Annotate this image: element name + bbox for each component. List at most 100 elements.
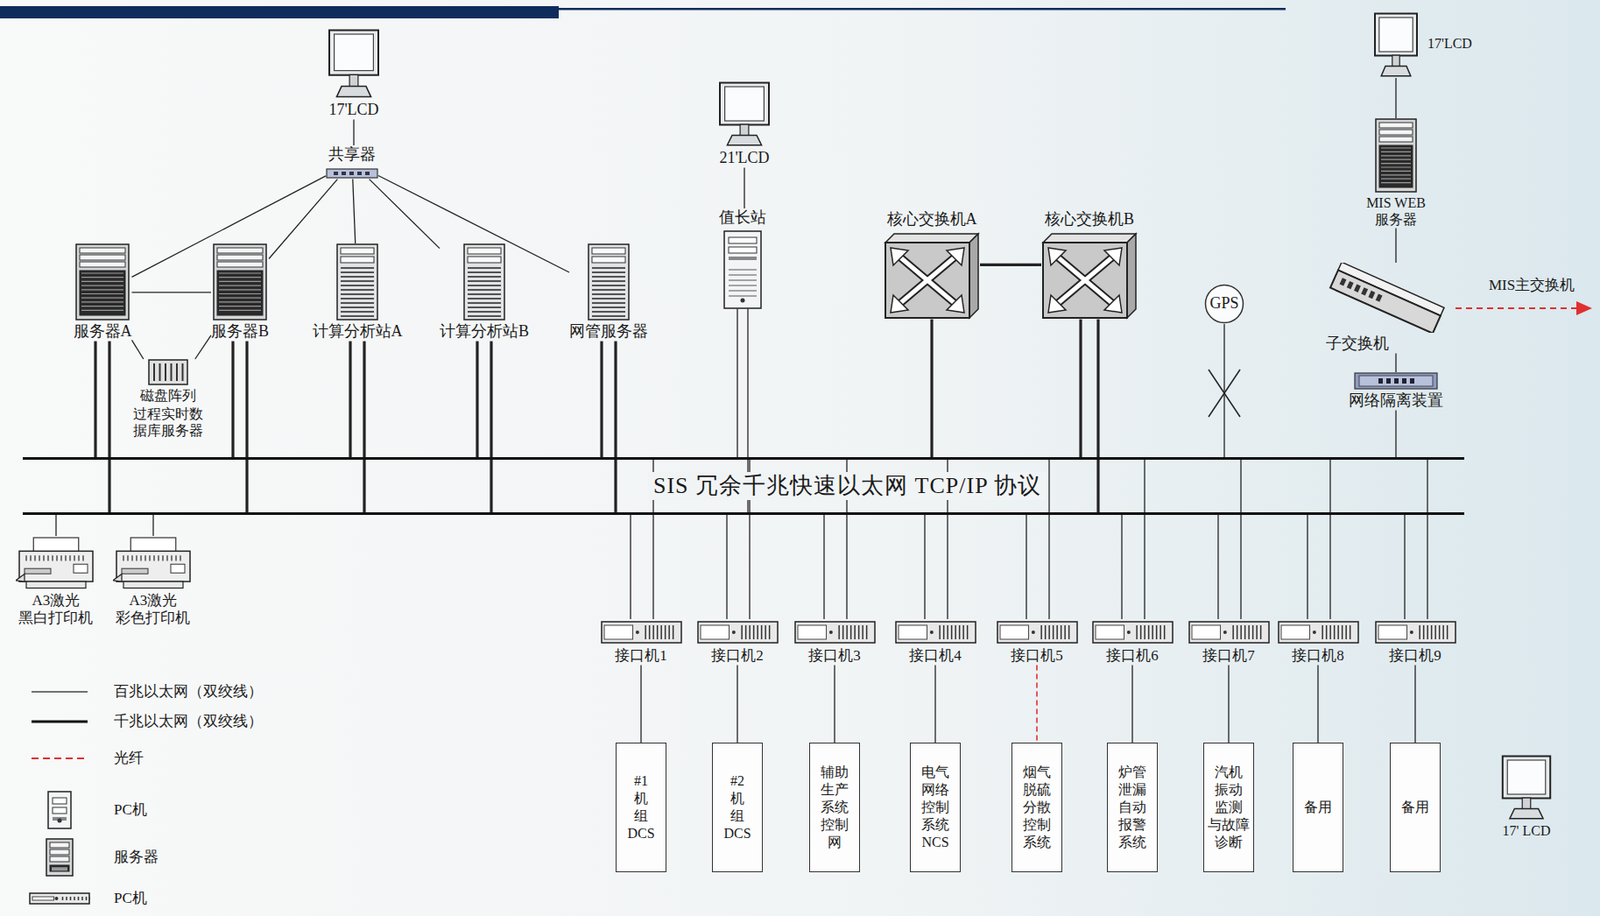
icon-line bbox=[181, 363, 184, 381]
icon-line bbox=[52, 830, 67, 832]
printer-icon bbox=[15, 535, 97, 591]
interface-pc: 接口机8 bbox=[1277, 619, 1360, 665]
sis-bus: SIS 冗余千兆快速以太网 TCP/IP 协议 bbox=[22, 457, 1465, 515]
icon-rect bbox=[76, 244, 129, 320]
icon-line bbox=[175, 555, 177, 561]
icon-line bbox=[845, 625, 848, 640]
icon-rect bbox=[357, 171, 362, 176]
icon-rect bbox=[1409, 378, 1415, 384]
icon-line bbox=[962, 625, 965, 640]
icon-rect bbox=[601, 621, 682, 643]
icon-line bbox=[158, 363, 161, 381]
icon-line bbox=[838, 625, 840, 640]
icon-rect bbox=[1281, 625, 1311, 640]
icon-line bbox=[764, 625, 767, 640]
icon-rect bbox=[24, 568, 51, 574]
node-label: 汽机 振动 监测 与故障 诊断 bbox=[1205, 763, 1252, 852]
icon-svg bbox=[48, 791, 71, 857]
icon-line bbox=[660, 625, 663, 640]
icon-polygon bbox=[1381, 66, 1411, 77]
ethernet-link bbox=[55, 514, 57, 536]
icon-line bbox=[1381, 174, 1411, 176]
icon-rect bbox=[1353, 284, 1361, 293]
icon-line bbox=[176, 363, 178, 381]
icon-line bbox=[81, 288, 124, 290]
ethernet-link bbox=[352, 119, 354, 146]
icon-line bbox=[1159, 625, 1162, 640]
icon-line bbox=[1325, 625, 1327, 640]
fiber-link bbox=[1036, 664, 1038, 743]
node-label: 烟气 脱硫 分散 控制 系统 bbox=[1014, 763, 1060, 852]
icon-rect bbox=[329, 30, 379, 76]
node-label: 接口机9 bbox=[1388, 647, 1442, 665]
icon-line bbox=[728, 295, 757, 297]
icon-circle bbox=[1311, 630, 1316, 635]
node-label: 过程实时数 据库服务器 bbox=[131, 405, 206, 439]
icon-line bbox=[218, 297, 261, 299]
icon-line bbox=[1155, 625, 1157, 640]
ethernet-link bbox=[1395, 77, 1396, 119]
icon-line bbox=[1381, 151, 1411, 153]
icon-line bbox=[170, 555, 172, 561]
icon-line bbox=[131, 555, 133, 561]
core-switch: 核心交换机B bbox=[1041, 210, 1138, 320]
mis-web-server-icon bbox=[1374, 118, 1417, 193]
legend-text: PC机 bbox=[113, 888, 148, 908]
icon-line bbox=[140, 555, 141, 561]
ethernet-link bbox=[1395, 227, 1396, 263]
icon-rect bbox=[48, 791, 71, 829]
interface-pc-icon bbox=[600, 619, 683, 646]
icon-line bbox=[1442, 625, 1445, 640]
icon-line bbox=[51, 867, 68, 869]
icon-line bbox=[467, 293, 501, 296]
ethernet-link bbox=[1414, 664, 1416, 743]
system-box: 辅助 生产 系统 控制 网 bbox=[809, 742, 860, 873]
icon-rect bbox=[1374, 14, 1417, 57]
icon-line bbox=[1434, 625, 1437, 640]
node-label: 电气 网络 控制 系统 NCS bbox=[912, 763, 959, 852]
monitor-icon bbox=[1369, 12, 1423, 78]
icon-line bbox=[1329, 625, 1332, 640]
icon-line bbox=[179, 555, 181, 561]
icon-rect bbox=[79, 247, 126, 254]
node-label: 核心交换机B bbox=[1044, 210, 1135, 230]
core-switch-icon bbox=[883, 232, 980, 320]
icon-circle bbox=[731, 630, 735, 635]
icon-line bbox=[1056, 625, 1058, 640]
bus-drop-line bbox=[1240, 458, 1241, 621]
node-label: 网管服务器 bbox=[569, 322, 649, 342]
icon-line bbox=[51, 868, 68, 870]
icon-line bbox=[467, 310, 501, 313]
icon-line bbox=[467, 275, 501, 278]
icon-line bbox=[169, 363, 172, 381]
isolation-device-icon bbox=[1353, 372, 1438, 390]
icon-line bbox=[592, 284, 626, 287]
icon-line bbox=[122, 555, 124, 561]
icon-rect bbox=[1354, 373, 1438, 389]
icon-line bbox=[52, 835, 67, 837]
icon-line bbox=[31, 719, 88, 723]
icon-line bbox=[81, 310, 124, 311]
icon-line bbox=[592, 271, 626, 274]
icon-line bbox=[81, 301, 124, 303]
icon-rect bbox=[1339, 277, 1347, 286]
node-label: 17' LCD bbox=[1502, 822, 1551, 839]
node-label: #1 机 组 DCS bbox=[618, 772, 664, 843]
icon-line bbox=[1381, 147, 1411, 149]
node-label: MIS WEB 服务器 bbox=[1363, 194, 1429, 228]
ethernet-link bbox=[1025, 514, 1027, 620]
icon-rect bbox=[217, 254, 263, 261]
icon-rect bbox=[1330, 269, 1441, 333]
icon-line bbox=[51, 867, 68, 869]
icon-line bbox=[340, 310, 374, 313]
icon-line bbox=[938, 625, 941, 640]
icon-rect bbox=[1379, 129, 1413, 135]
icon-line bbox=[467, 297, 501, 300]
icon-rect bbox=[73, 563, 88, 573]
icon-line bbox=[1381, 166, 1411, 168]
fiber-arrow-head bbox=[1576, 301, 1593, 316]
icon-line bbox=[857, 625, 860, 640]
icon-line bbox=[1426, 625, 1429, 640]
node-label: A3激光 彩色打印机 bbox=[114, 592, 192, 628]
icon-line bbox=[218, 288, 261, 290]
